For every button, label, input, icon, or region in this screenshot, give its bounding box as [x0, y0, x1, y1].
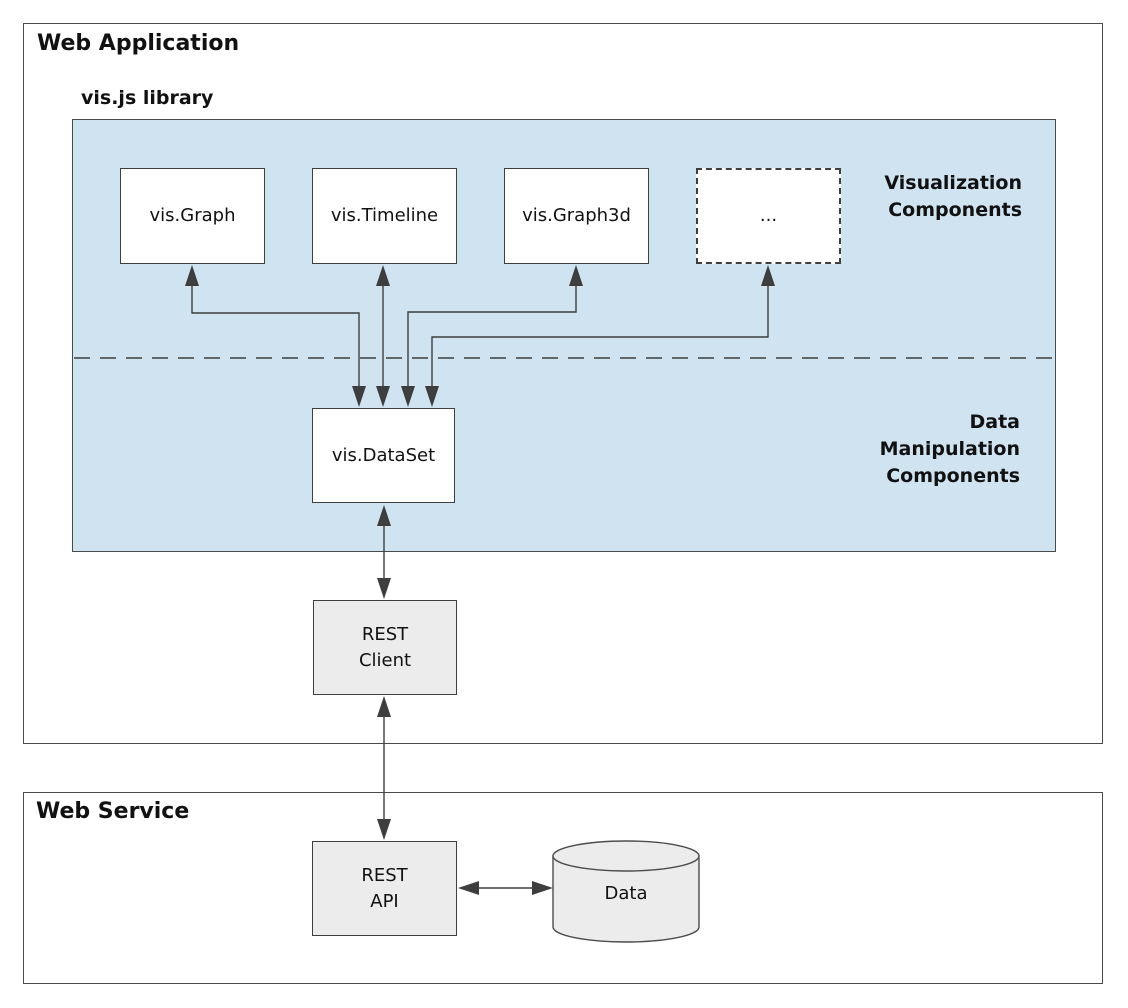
- box-vis-graph: vis.Graph: [120, 168, 265, 264]
- visualization-components-label: Visualization Components: [884, 172, 1022, 221]
- box-vis-timeline: vis.Timeline: [312, 168, 457, 264]
- box-rest-client: REST Client: [313, 600, 457, 695]
- vis-timeline-label: vis.Timeline: [330, 205, 439, 226]
- box-vis-graph3d: vis.Graph3d: [504, 168, 649, 264]
- rest-client-label: REST Client: [358, 623, 412, 671]
- web-application-box: [23, 23, 1103, 744]
- vis-dataset-label: vis.DataSet: [331, 444, 436, 466]
- box-rest-api: REST API: [312, 841, 457, 936]
- web-application-title: Web Application: [37, 31, 240, 56]
- rest-api-label: REST API: [361, 864, 408, 912]
- web-service-box: [23, 792, 1103, 984]
- box-vis-dataset: vis.DataSet: [312, 408, 455, 503]
- data-store-label: Data: [604, 883, 648, 904]
- box-more-components: ...: [696, 168, 841, 264]
- vis-graph3d-label: vis.Graph3d: [522, 205, 631, 226]
- vis-graph-label: vis.Graph: [149, 205, 236, 226]
- web-service-title: Web Service: [36, 799, 190, 824]
- more-components-label: ...: [759, 205, 778, 226]
- visjs-library-label: vis.js library: [81, 87, 214, 109]
- data-manipulation-components-label: Data Manipulation Components: [879, 411, 1020, 487]
